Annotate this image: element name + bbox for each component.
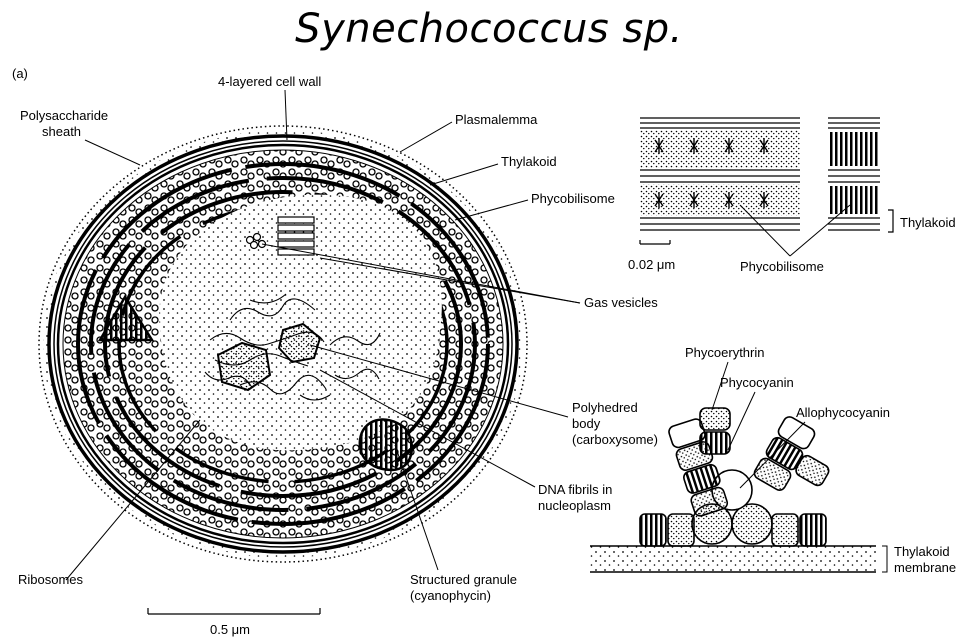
- label-cell-wall: 4-layered cell wall: [218, 74, 321, 89]
- label-ribosomes: Ribosomes: [18, 572, 84, 587]
- label-plasmalemma: Plasmalemma: [455, 112, 538, 127]
- scale-label-inset: 0.02 μm: [628, 257, 675, 272]
- label-polyhedred-3: (carboxysome): [572, 432, 658, 447]
- scale-bar-main: [148, 608, 320, 614]
- label-inset-phycobilisome: Phycobilisome: [740, 259, 824, 274]
- label-thylakoid-membrane-2: membrane: [894, 560, 956, 575]
- scale-label-main: 0.5 μm: [210, 622, 250, 637]
- label-granule-1: Structured granule: [410, 572, 517, 587]
- label-polyhedred-2: body: [572, 416, 601, 431]
- cell: [39, 126, 527, 562]
- label-phycoerythrin: Phycoerythrin: [685, 345, 764, 360]
- structured-granule-right: [360, 419, 412, 470]
- label-dna-1: DNA fibrils in: [538, 482, 612, 497]
- label-thylakoid: Thylakoid: [501, 154, 557, 169]
- label-polyhedred-1: Polyhedred: [572, 400, 638, 415]
- label-granule-2: (cyanophycin): [410, 588, 491, 603]
- label-gas-vesicles: Gas vesicles: [584, 295, 658, 310]
- panel-label: (a): [12, 66, 28, 81]
- thylakoid-inset: [640, 118, 893, 256]
- label-allophycocyanin: Allophycocyanin: [796, 405, 890, 420]
- label-sheath-1: Polysaccharide: [20, 108, 108, 123]
- label-sheath-2: sheath: [42, 124, 81, 139]
- label-phycocyanin: Phycocyanin: [720, 375, 794, 390]
- label-inset-thylakoid: Thylakoid: [900, 215, 956, 230]
- label-thylakoid-membrane-1: Thylakoid: [894, 544, 950, 559]
- label-dna-2: nucleoplasm: [538, 498, 611, 513]
- label-phycobilisome: Phycobilisome: [531, 191, 615, 206]
